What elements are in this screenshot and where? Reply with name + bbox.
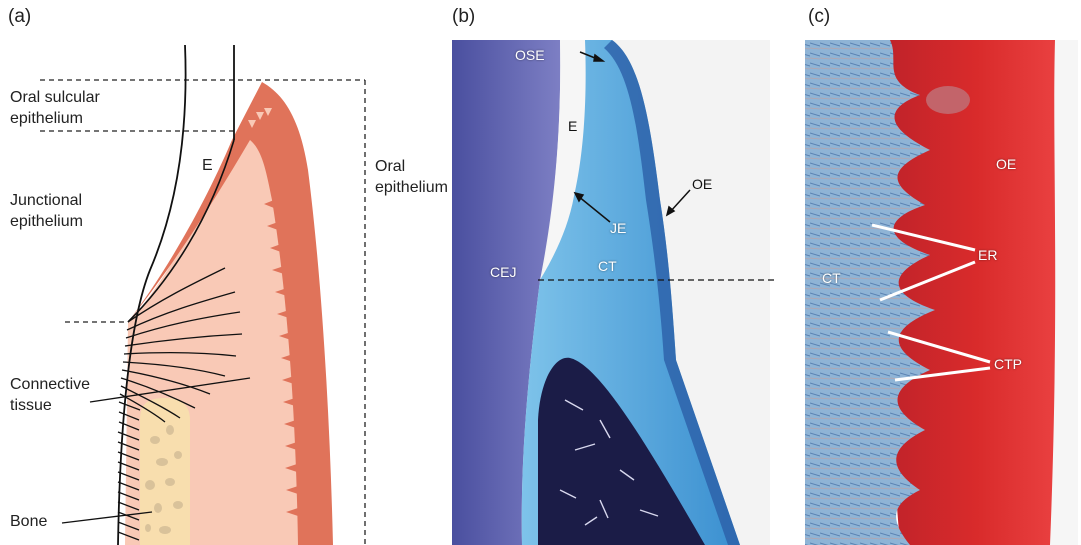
label-ct-c: CT (822, 270, 841, 286)
label-oe-c: OE (996, 156, 1016, 172)
label-er: ER (978, 247, 997, 263)
label-ctp: CTP (994, 356, 1022, 372)
papilla-island (926, 86, 970, 114)
